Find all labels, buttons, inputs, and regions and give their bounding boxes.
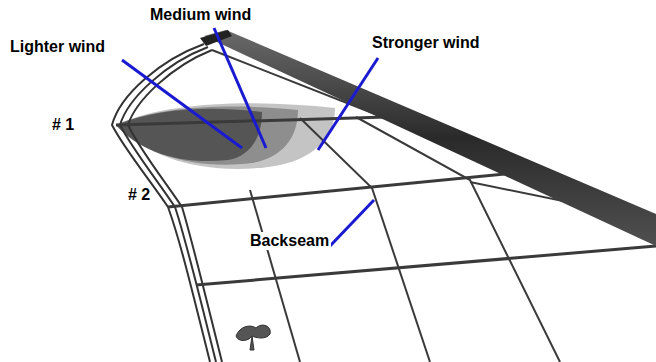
medium-wind-region xyxy=(116,107,298,165)
callout-number: # 1 xyxy=(50,116,76,134)
wind-label: Lighter wind xyxy=(8,38,107,56)
tree-logo xyxy=(236,325,270,350)
part-label: Backseam xyxy=(248,232,331,250)
leader-lines xyxy=(122,28,378,246)
wind-label: Stronger wind xyxy=(370,34,482,52)
boom-bar xyxy=(204,30,656,246)
wind-label: Medium wind xyxy=(148,6,253,24)
callout-number: # 2 xyxy=(126,186,152,204)
